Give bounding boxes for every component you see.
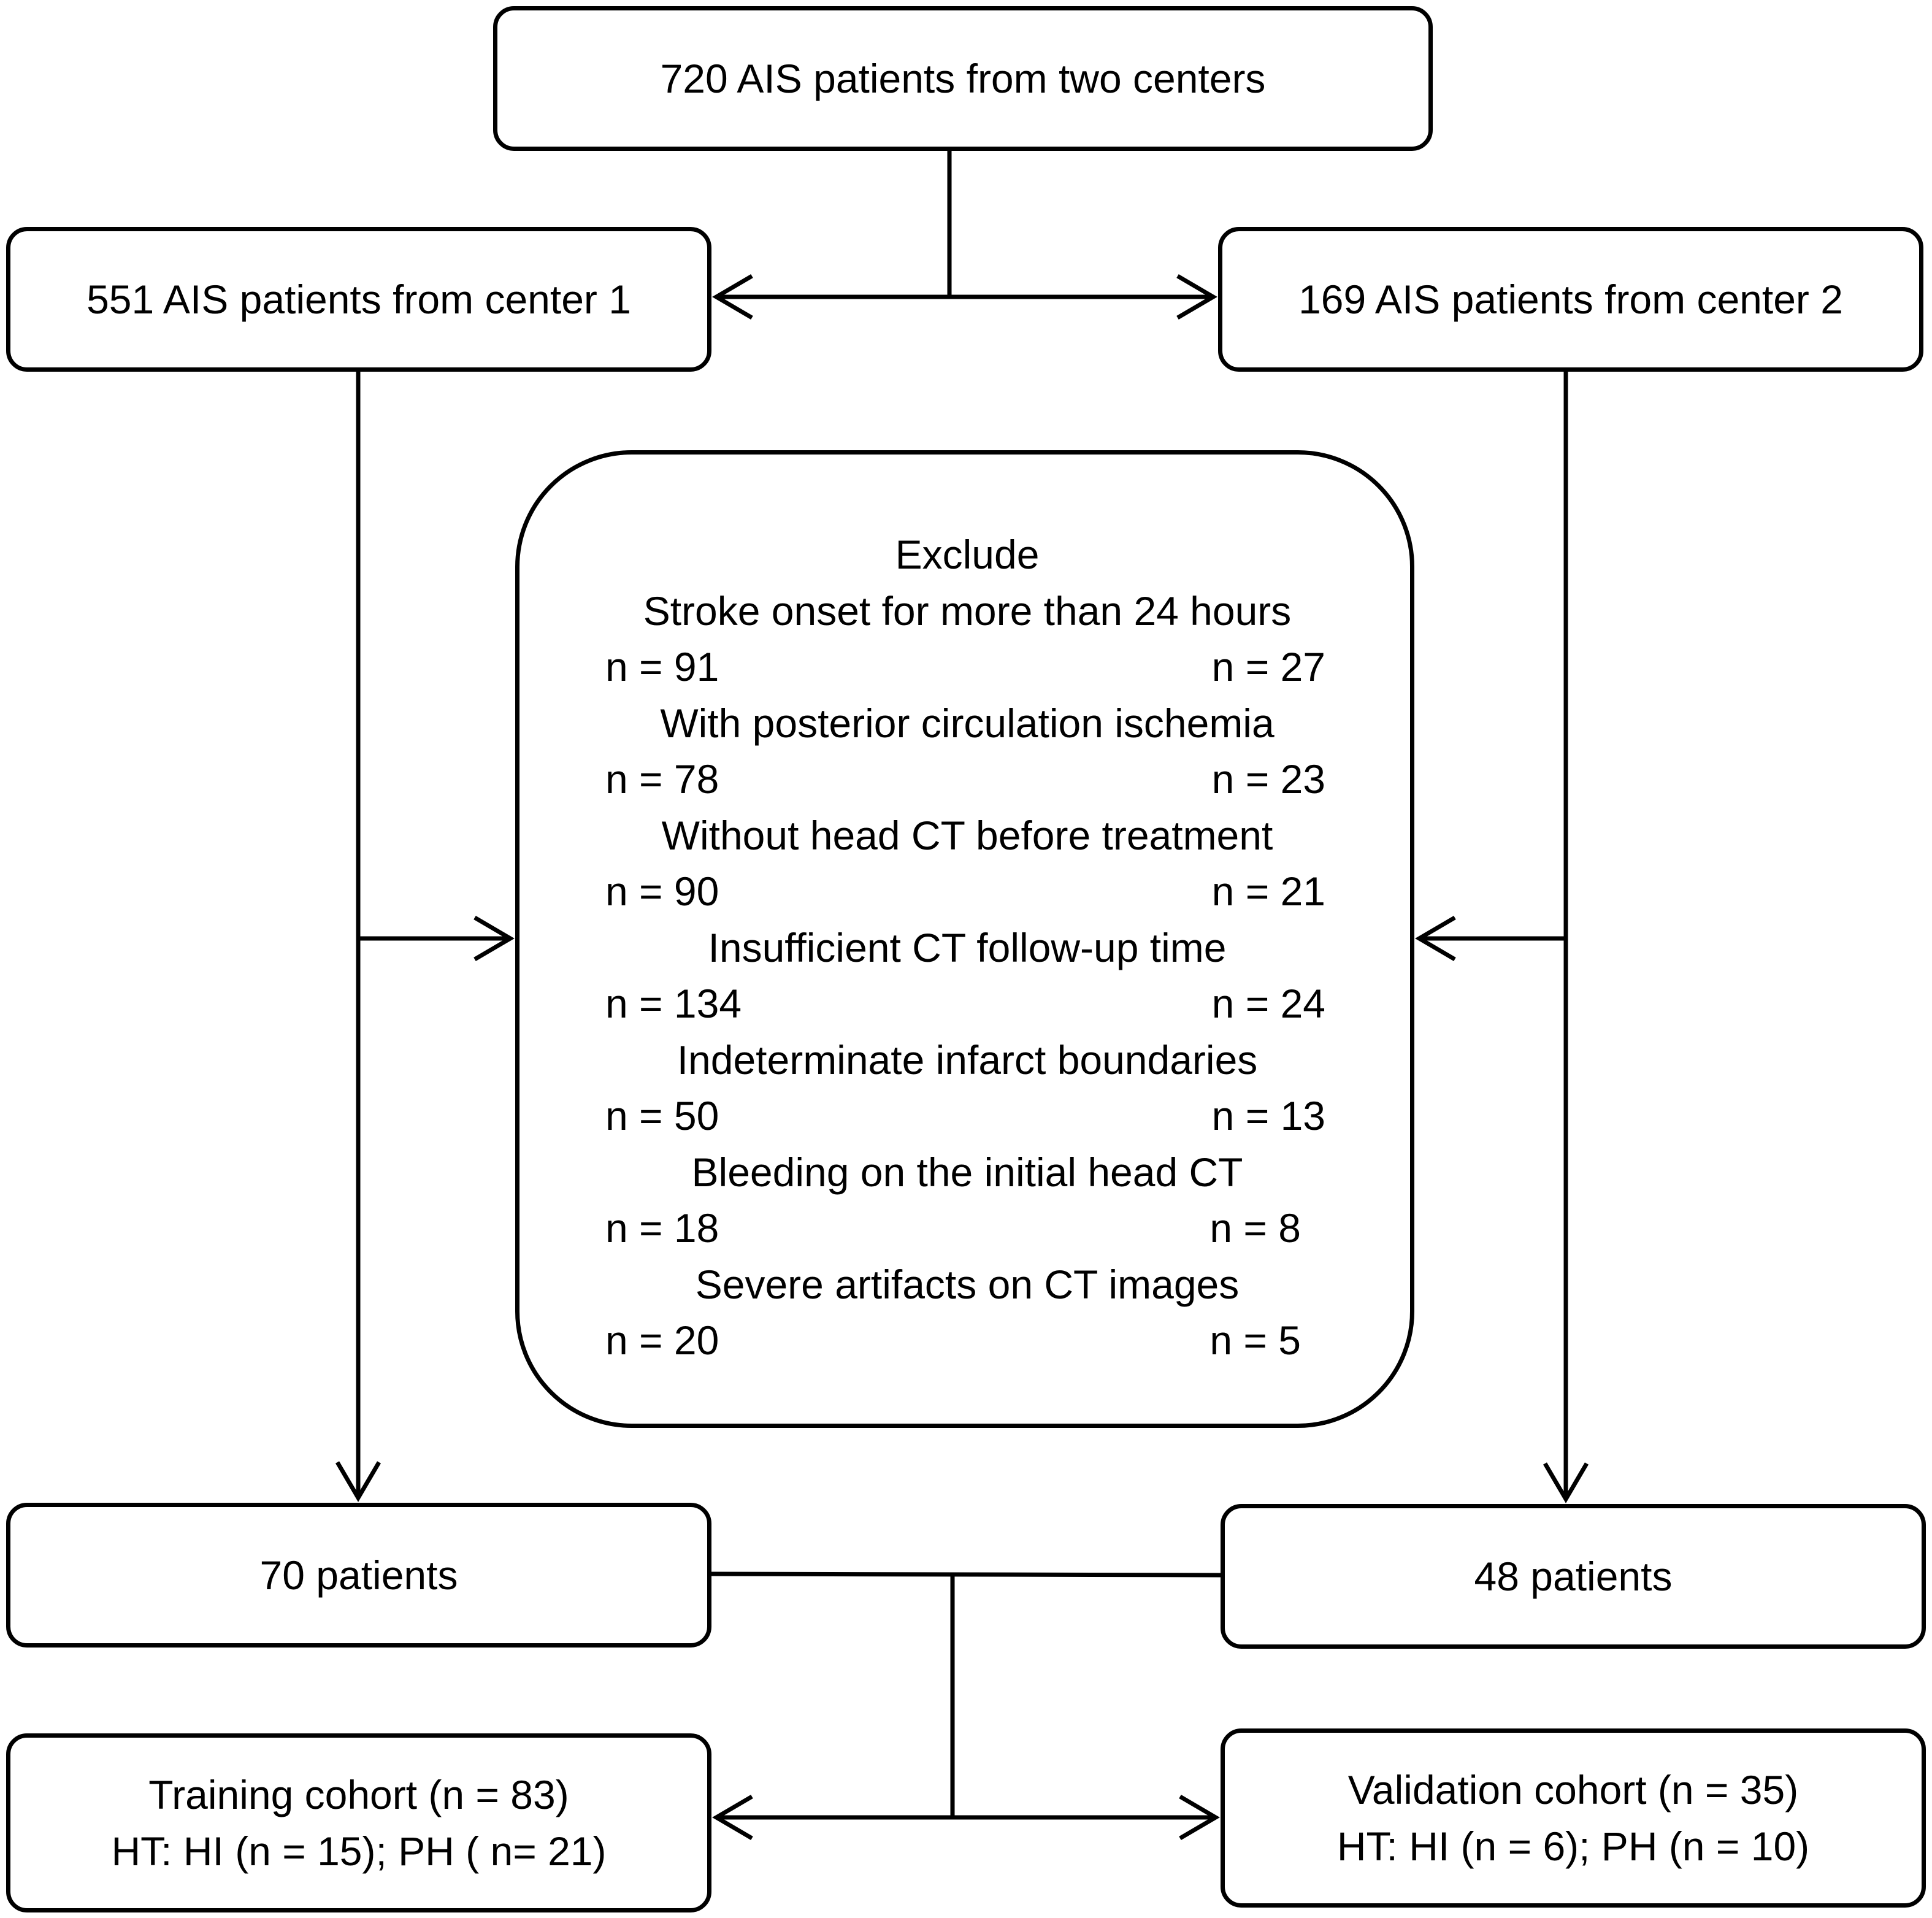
exclusion-criteria-box: Exclude Stroke onset for more than 24 ho… (515, 450, 1414, 1428)
exclusion-criterion-counts: n = 90 n = 21 (605, 864, 1329, 920)
center2-patients-text: 169 AIS patients from center 2 (1298, 277, 1843, 322)
center2-count: n = 5 (1209, 1318, 1301, 1363)
total-patients-text: 720 AIS patients from two centers (660, 56, 1266, 101)
center1-count: n = 134 (605, 981, 742, 1026)
arrowhead-to-70-patients (335, 1461, 381, 1502)
exclusion-criterion-label: Insufficient CT follow-up time (708, 924, 1227, 970)
exclusion-heading: Exclude (895, 532, 1040, 577)
center2-count: n = 8 (1209, 1205, 1301, 1251)
center1-count: n = 91 (605, 644, 719, 689)
center1-count: n = 50 (605, 1093, 719, 1138)
exclusion-criteria-list: Exclude Stroke onset for more than 24 ho… (605, 527, 1329, 1369)
training-cohort-detail: HT: HI (n = 15); PH ( n= 21) (111, 1828, 607, 1874)
training-cohort-title: Training cohort (n = 83) (148, 1772, 569, 1817)
center1-included-box: 70 patients (6, 1503, 711, 1648)
arrowhead-to-48-patients (1543, 1462, 1589, 1503)
center1-patients-box: 551 AIS patients from center 1 (6, 227, 711, 372)
center2-count: n = 24 (1211, 981, 1325, 1026)
center1-count: n = 18 (605, 1205, 719, 1251)
center2-count: n = 23 (1211, 756, 1325, 802)
exclusion-criterion-counts: n = 78 n = 23 (605, 751, 1329, 808)
center1-included-text: 70 patients (259, 1552, 458, 1598)
arrowhead-to-center1 (712, 274, 753, 320)
validation-cohort-title: Validation cohort (n = 35) (1347, 1767, 1799, 1813)
exclusion-criterion-label: Stroke onset for more than 24 hours (643, 588, 1292, 634)
connector-merge-horizontal (711, 1571, 1221, 1578)
center1-count: n = 90 (605, 869, 719, 914)
exclusion-criterion-label: Indeterminate infarct boundaries (677, 1037, 1258, 1083)
exclusion-criterion-counts: n = 18 n = 8 (605, 1200, 1329, 1257)
exclusion-criterion-counts: n = 50 n = 13 (605, 1088, 1329, 1145)
arrowhead-to-exclude-left (473, 915, 515, 962)
center2-count: n = 27 (1211, 644, 1325, 689)
arrowhead-to-exclude-right (1415, 915, 1456, 962)
arrowhead-to-validation (1179, 1794, 1220, 1841)
center2-patients-box: 169 AIS patients from center 2 (1218, 227, 1923, 372)
center2-count: n = 21 (1211, 869, 1325, 914)
center1-count: n = 20 (605, 1318, 719, 1363)
center2-count: n = 13 (1211, 1093, 1325, 1138)
center2-included-box: 48 patients (1221, 1504, 1926, 1649)
exclusion-criterion-label: With posterior circulation ischemia (660, 700, 1275, 746)
exclusion-criterion-counts: n = 20 n = 5 (605, 1313, 1329, 1369)
training-cohort-box: Training cohort (n = 83) HT: HI (n = 15)… (6, 1733, 711, 1912)
validation-cohort-box: Validation cohort (n = 35) HT: HI (n = 6… (1221, 1728, 1926, 1908)
exclusion-criterion-counts: n = 91 n = 27 (605, 639, 1329, 696)
exclusion-criterion-counts: n = 134 n = 24 (605, 976, 1329, 1032)
center1-count: n = 78 (605, 756, 719, 802)
center2-included-text: 48 patients (1474, 1554, 1673, 1599)
total-patients-box: 720 AIS patients from two centers (493, 6, 1433, 151)
arrowhead-to-center2 (1176, 274, 1217, 320)
center1-patients-text: 551 AIS patients from center 1 (86, 277, 631, 322)
validation-cohort-detail: HT: HI (n = 6); PH (n = 10) (1336, 1824, 1810, 1869)
exclusion-criterion-label: Severe artifacts on CT images (695, 1261, 1240, 1307)
arrowhead-to-training (712, 1794, 753, 1841)
exclusion-criterion-label: Bleeding on the initial head CT (691, 1149, 1243, 1195)
exclusion-criterion-label: Without head CT before treatment (661, 812, 1273, 858)
